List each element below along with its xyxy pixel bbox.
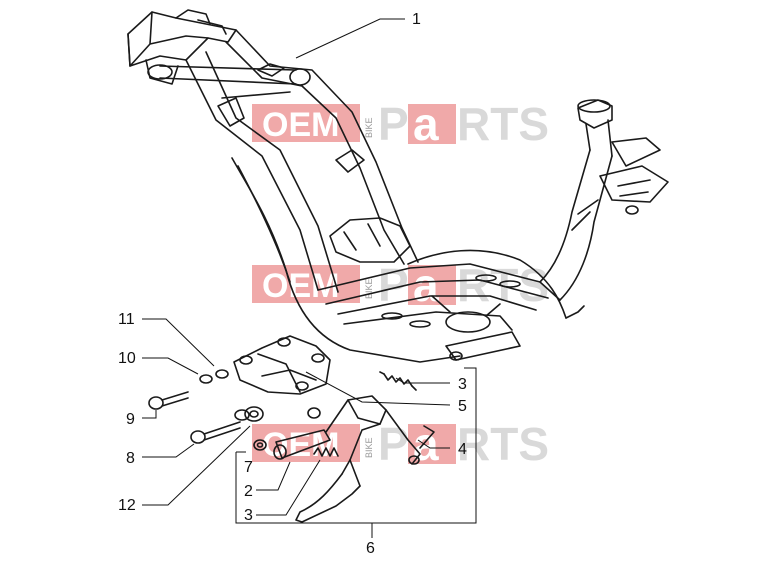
pin-2-part <box>273 429 331 460</box>
watermark-oem-text: OEM <box>262 106 339 144</box>
stand-leg-part <box>295 395 435 523</box>
watermark-top: OEM BIKE P a RTS <box>252 98 549 150</box>
spring-bottom-part <box>313 447 339 457</box>
callout-9: 9 <box>126 411 135 428</box>
watermark-bike-text: BIKE <box>364 278 374 299</box>
leader-lines <box>142 18 477 538</box>
washer-part <box>199 369 229 384</box>
watermark-oem-text: OEM <box>262 426 339 464</box>
callout-6: 6 <box>366 540 375 557</box>
callout-12: 12 <box>118 497 136 514</box>
watermark-oem-badge <box>252 104 360 142</box>
bolt-9-part <box>148 391 189 410</box>
nut-12-part <box>234 406 264 422</box>
watermark-a-letter: a <box>413 418 439 470</box>
callout-11: 11 <box>118 311 135 328</box>
watermark-a-badge <box>408 104 456 144</box>
callout-8: 8 <box>126 450 135 467</box>
callout-7: 7 <box>244 459 253 476</box>
watermark-p-letter: P <box>378 98 409 150</box>
watermark-a-letter: a <box>413 98 439 150</box>
frame-part <box>127 9 669 363</box>
watermark-oem-text: OEM <box>262 267 339 305</box>
spring-top-part <box>379 371 417 391</box>
watermark-bike-text: BIKE <box>364 437 374 458</box>
callout-4: 4 <box>458 441 467 458</box>
callout-3-lower: 3 <box>244 507 253 524</box>
callout-3-upper: 3 <box>458 376 467 393</box>
watermark-rts-letters: RTS <box>457 259 549 311</box>
watermark-bottom: OEM BIKE P a RTS <box>252 418 549 470</box>
stand-bracket-part <box>233 335 331 395</box>
watermark-middle: OEM BIKE P a RTS <box>252 259 549 311</box>
callout-2: 2 <box>244 483 253 500</box>
callout-5: 5 <box>458 398 467 415</box>
watermark-p-letter: P <box>378 418 409 470</box>
watermark-bike-text: BIKE <box>364 117 374 138</box>
callout-1: 1 <box>412 11 421 28</box>
washer-7-part <box>253 439 267 451</box>
callout-10: 10 <box>118 350 136 367</box>
watermark-p-letter: P <box>378 259 409 311</box>
watermark-rts-letters: RTS <box>457 98 549 150</box>
watermark-rts-letters: RTS <box>457 418 549 470</box>
bolt-8-part <box>190 421 241 444</box>
watermark-oem-badge <box>252 424 360 462</box>
